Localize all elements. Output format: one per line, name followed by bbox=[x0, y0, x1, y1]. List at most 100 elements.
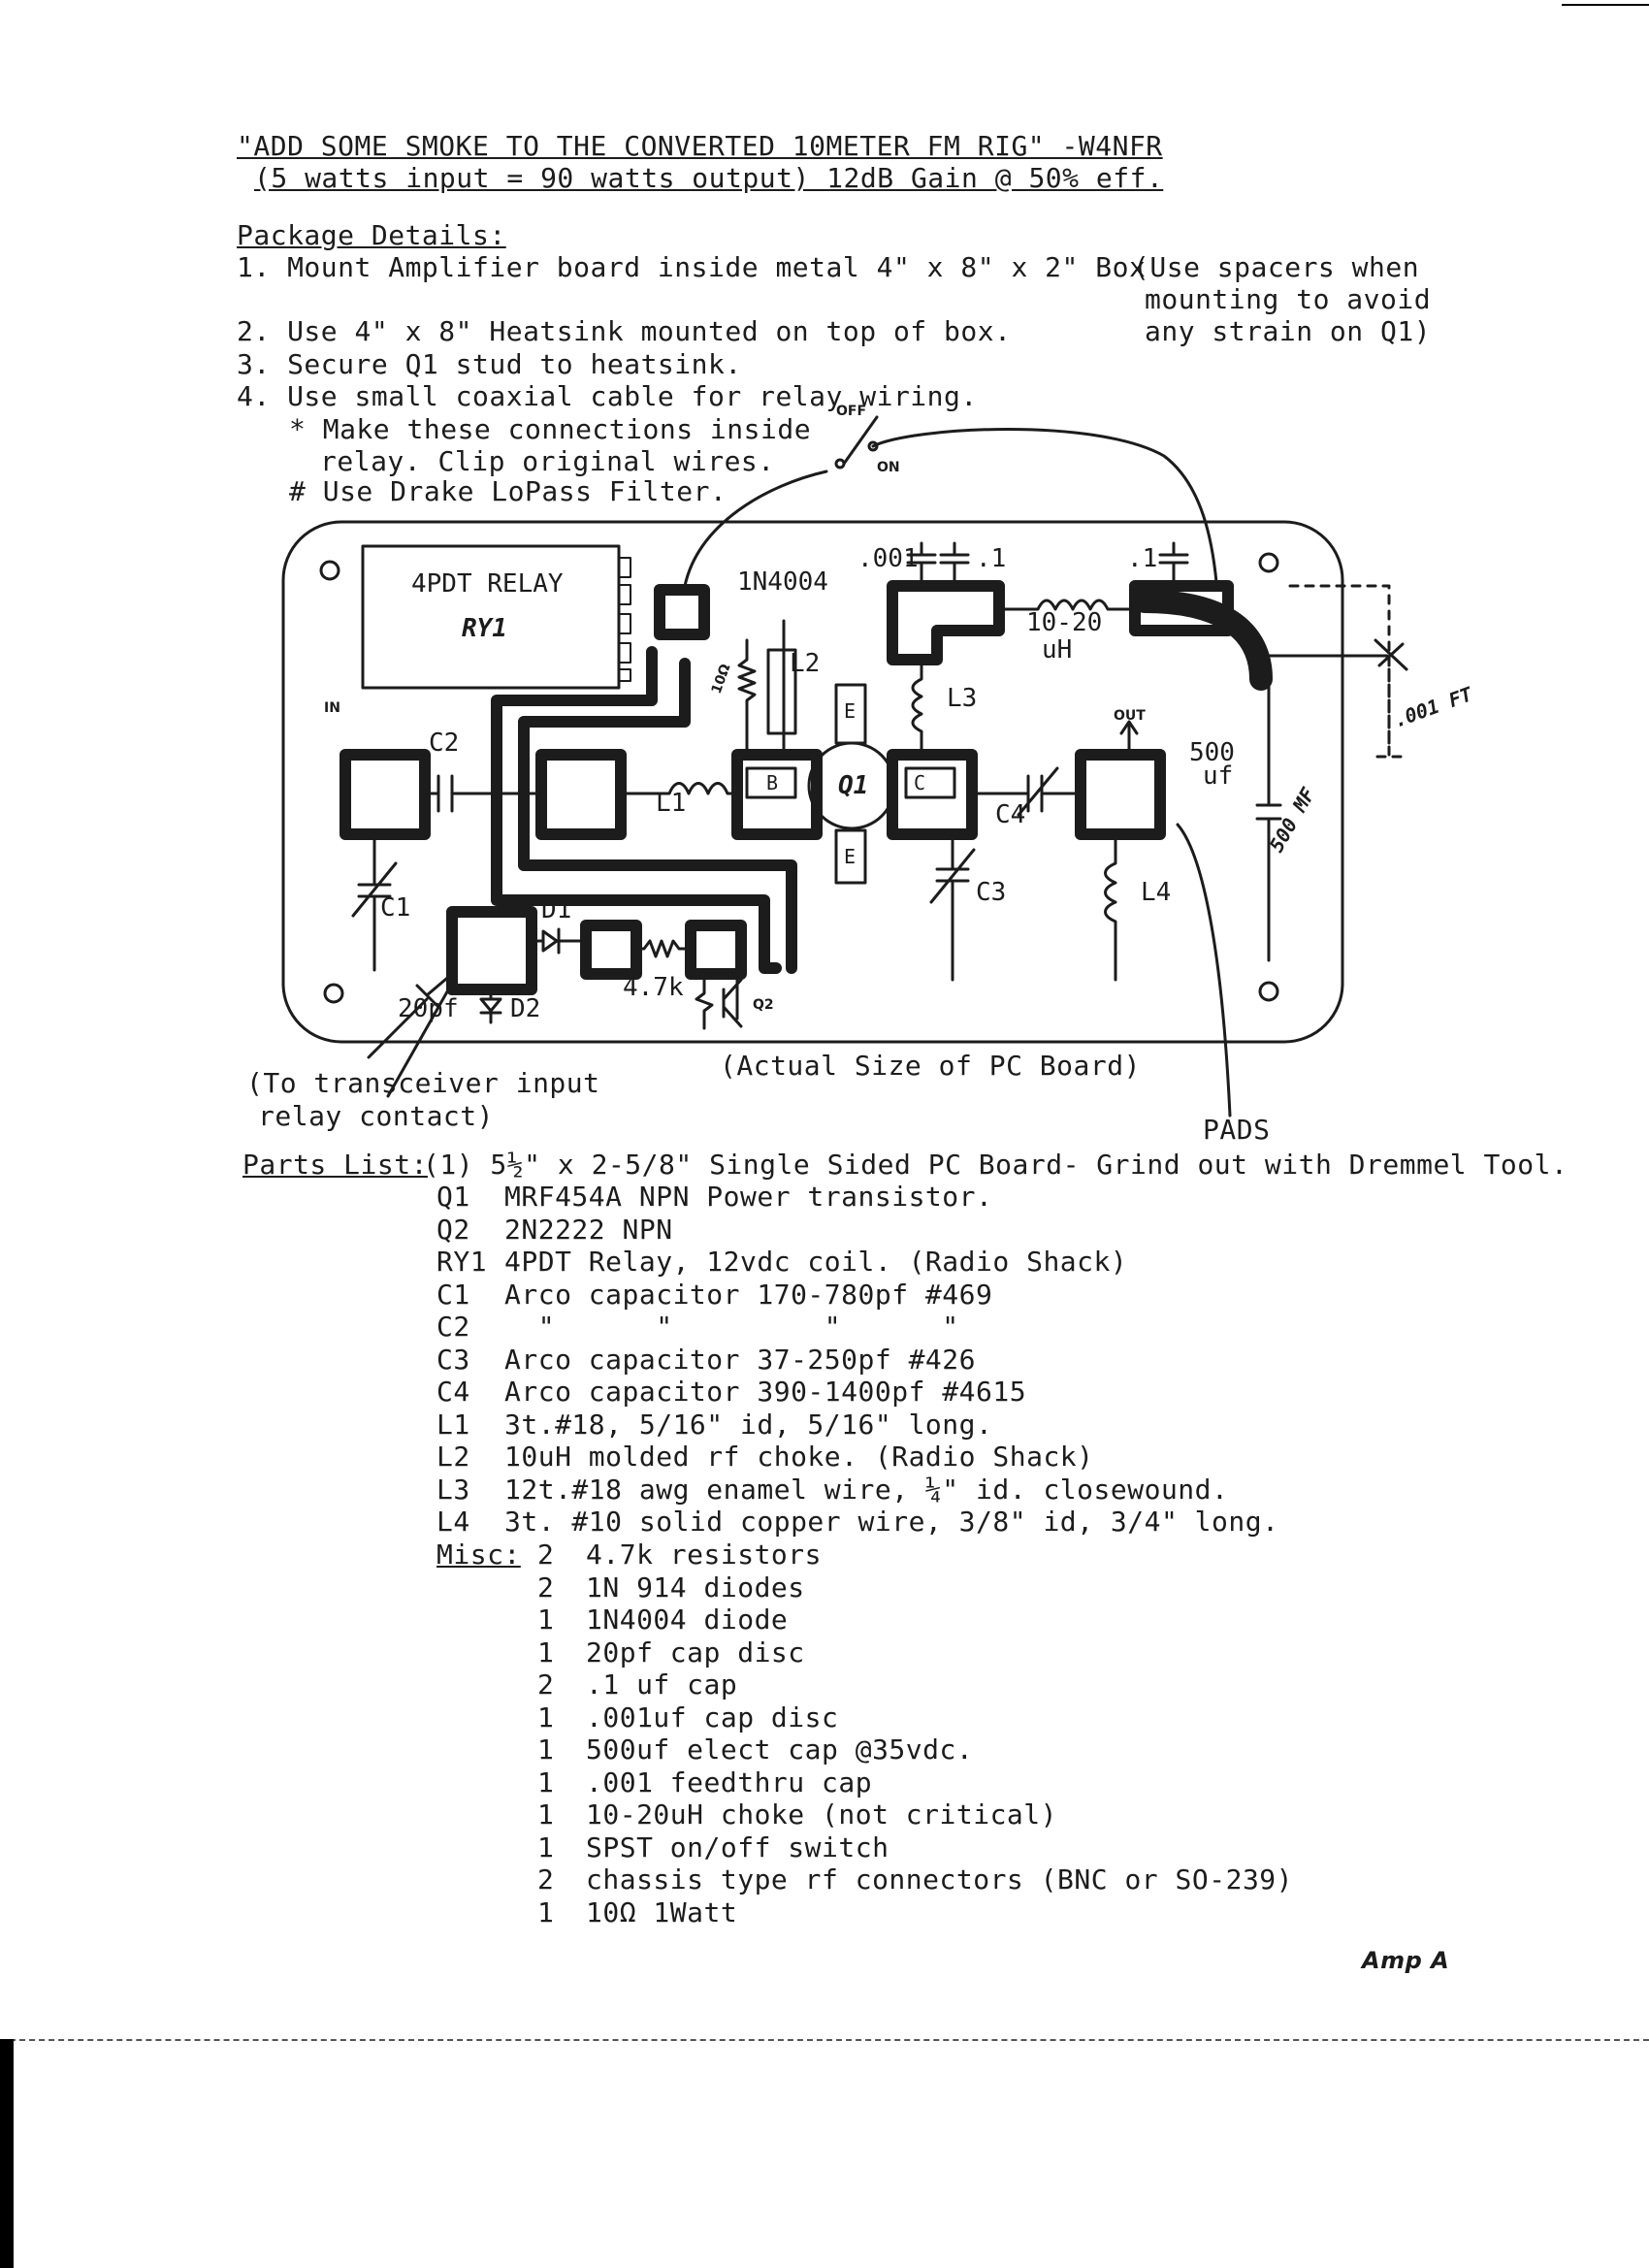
board-caption: (Actual Size of PC Board) bbox=[720, 1050, 1141, 1082]
leader-transceiver bbox=[386, 978, 456, 1098]
c2-plates bbox=[436, 774, 454, 813]
label-c2: C2 bbox=[429, 729, 459, 758]
label-cap-1b: .1 bbox=[1127, 544, 1157, 573]
misc-desc: chassis type rf connectors (BNC or SO-23… bbox=[586, 1863, 1294, 1895]
label-in: IN bbox=[324, 700, 340, 716]
scan-edge bbox=[0, 2039, 14, 2268]
c3-variable bbox=[929, 832, 976, 982]
package-item-2: 2. Use 4" x 8" Heatsink mounted on top o… bbox=[237, 315, 1012, 347]
label-cap-001: .001 bbox=[857, 544, 919, 573]
label-choke-2: uH bbox=[1042, 635, 1072, 664]
mounting-hole bbox=[319, 560, 340, 581]
parts-desc: 4PDT Relay, 12vdc coil. (Radio Shack) bbox=[504, 1246, 1128, 1278]
label-c3: C3 bbox=[976, 878, 1006, 907]
package-note-1: (Use spacers when bbox=[1133, 251, 1420, 283]
r-q2-base bbox=[695, 972, 714, 1030]
parts-desc: MRF454A NPN Power transistor. bbox=[504, 1181, 993, 1213]
package-heading: Package Details: bbox=[237, 219, 506, 251]
parts-ref: L4 bbox=[436, 1506, 470, 1538]
mounting-hole bbox=[1258, 552, 1279, 573]
parts-row: RY1 4PDT Relay, 12vdc coil. (Radio Shack) bbox=[436, 1246, 1127, 1279]
page-title: "ADD SOME SMOKE TO THE CONVERTED 10METER… bbox=[237, 130, 1163, 162]
label-l4: L4 bbox=[1141, 878, 1171, 907]
label-cap-1a: .1 bbox=[976, 544, 1006, 573]
label-emitter-bottom: E bbox=[844, 845, 856, 868]
label-off: OFF bbox=[836, 404, 866, 419]
feedthru-cap bbox=[1259, 638, 1408, 671]
misc-qty: 1 bbox=[537, 1831, 555, 1863]
label-1n4004: 1N4004 bbox=[737, 567, 828, 597]
cap-01a bbox=[939, 541, 970, 588]
label-out: OUT bbox=[1114, 708, 1146, 724]
label-on: ON bbox=[877, 460, 900, 475]
relay-body bbox=[361, 544, 621, 690]
package-note-3: any strain on Q1) bbox=[1145, 315, 1432, 347]
parts-pcb: (1) 5½" x 2-5/8" Single Sided PC Board- … bbox=[423, 1149, 1568, 1181]
misc-desc: .001 feedthru cap bbox=[586, 1766, 873, 1798]
package-item-3: 3. Secure Q1 stud to heatsink. bbox=[237, 348, 742, 380]
pad-l1 bbox=[535, 749, 627, 840]
trace-relay-loop bbox=[491, 646, 782, 974]
misc-row: 1.001 feedthru cap bbox=[537, 1766, 872, 1799]
page-edge bbox=[0, 2039, 1649, 2041]
misc-qty: 1 bbox=[537, 1895, 555, 1928]
package-item-1: 1. Mount Amplifier board inside metal 4"… bbox=[237, 251, 1147, 283]
label-c4: C4 bbox=[995, 800, 1025, 829]
l3-coil bbox=[911, 660, 923, 757]
label-500uf-1: 500 bbox=[1189, 738, 1235, 767]
r10-resistor bbox=[737, 638, 757, 757]
parts-desc: Arco capacitor 390-1400pf #4615 bbox=[504, 1376, 1027, 1408]
footer-tag: Amp A bbox=[1362, 1947, 1450, 1974]
trace-output-pad bbox=[1133, 590, 1273, 691]
label-ft: .001 FT bbox=[1391, 682, 1476, 732]
misc-desc: 4.7k resistors bbox=[586, 1539, 823, 1571]
package-star-1: * Make these connections inside bbox=[289, 413, 812, 445]
l1-coil bbox=[619, 782, 739, 795]
parts-ref: C3 bbox=[436, 1343, 470, 1376]
label-l1: L1 bbox=[656, 789, 686, 818]
label-20pf: 20pf bbox=[398, 994, 459, 1023]
switch-wire-on bbox=[871, 428, 1218, 584]
parts-desc: 2N2222 NPN bbox=[504, 1213, 673, 1246]
label-q2: Q2 bbox=[753, 997, 774, 1013]
c4-variable bbox=[1017, 766, 1059, 817]
pad-output bbox=[1075, 749, 1166, 840]
r47k-resistor bbox=[634, 939, 693, 958]
q1-emitter-top bbox=[834, 683, 867, 745]
parts-ref: Q1 bbox=[436, 1181, 470, 1213]
switch-wire-off bbox=[683, 470, 828, 588]
cap-500uf bbox=[1255, 677, 1282, 962]
pad-bypass bbox=[887, 580, 1005, 665]
parts-ref: RY1 bbox=[436, 1246, 488, 1278]
parts-desc: Arco capacitor 170-780pf #469 bbox=[504, 1278, 993, 1311]
misc-row: 1 SPST on/off switch bbox=[537, 1831, 889, 1864]
switch-contact bbox=[867, 440, 879, 452]
choke-10-20uh bbox=[997, 599, 1137, 611]
parts-desc: 3t.#18, 5/16" id, 5/16" long. bbox=[504, 1408, 993, 1441]
out-arrow bbox=[1119, 720, 1139, 757]
dashed-line-top bbox=[1288, 584, 1391, 749]
cap-01b bbox=[1158, 541, 1189, 588]
parts-ref: C4 bbox=[436, 1376, 470, 1408]
parts-row: C4 Arco capacitor 390-1400pf #4615 bbox=[436, 1376, 1026, 1409]
misc-qty: 1 bbox=[537, 1733, 555, 1766]
parts-desc: " " " " bbox=[504, 1311, 959, 1343]
q1-collector-lead bbox=[904, 766, 956, 799]
misc-desc: SPST on/off switch bbox=[586, 1831, 889, 1863]
switch-lever bbox=[842, 415, 879, 466]
misc-qty: 1 bbox=[537, 1604, 555, 1636]
dashed-line-ft bbox=[1375, 667, 1403, 759]
pad-d1 bbox=[446, 906, 537, 995]
label-base: B bbox=[766, 771, 778, 794]
mounting-hole bbox=[1258, 981, 1279, 1002]
l4-coil bbox=[1104, 832, 1117, 982]
